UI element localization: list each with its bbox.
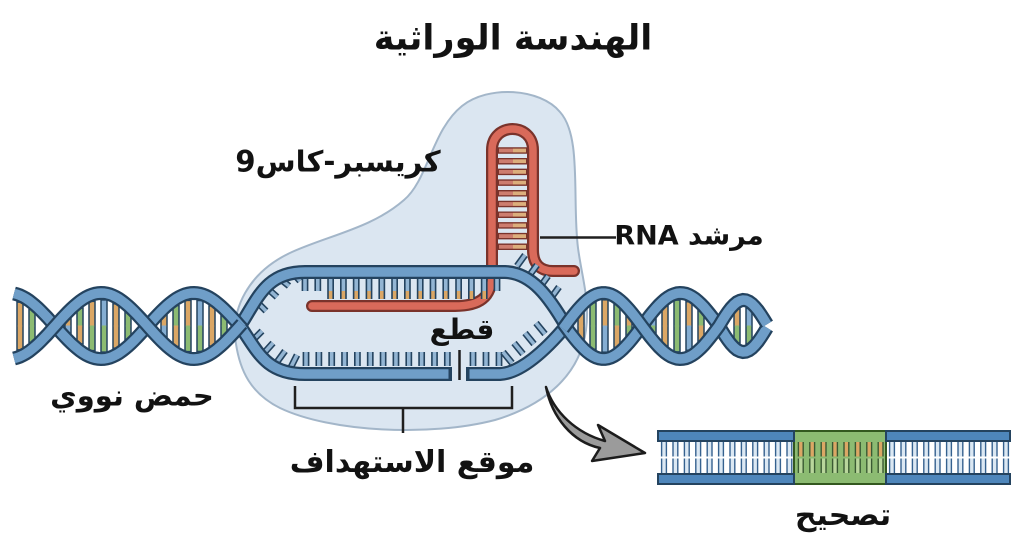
cut-label: قطع — [429, 313, 495, 346]
corrected-dna-segment — [657, 430, 1011, 485]
cas9-protein-body — [234, 90, 589, 432]
target-site-label: موقع الاستهداف — [289, 445, 535, 480]
page-title: الهندسة الوراثية — [373, 18, 653, 59]
crispr-cas9-label: كريسبر-كاس9 — [235, 144, 441, 179]
transform-arrow-icon — [544, 385, 647, 463]
right-dna-helix — [557, 285, 773, 367]
correction-label: تصحيح — [794, 498, 892, 533]
left-dna-helix — [12, 285, 248, 367]
nucleic-acid-label: حمض نووي — [50, 378, 214, 413]
guide-rna-label: مرشد RNA — [614, 220, 764, 252]
annotation-lines — [293, 236, 616, 433]
unwound-dna-strands — [234, 253, 573, 381]
